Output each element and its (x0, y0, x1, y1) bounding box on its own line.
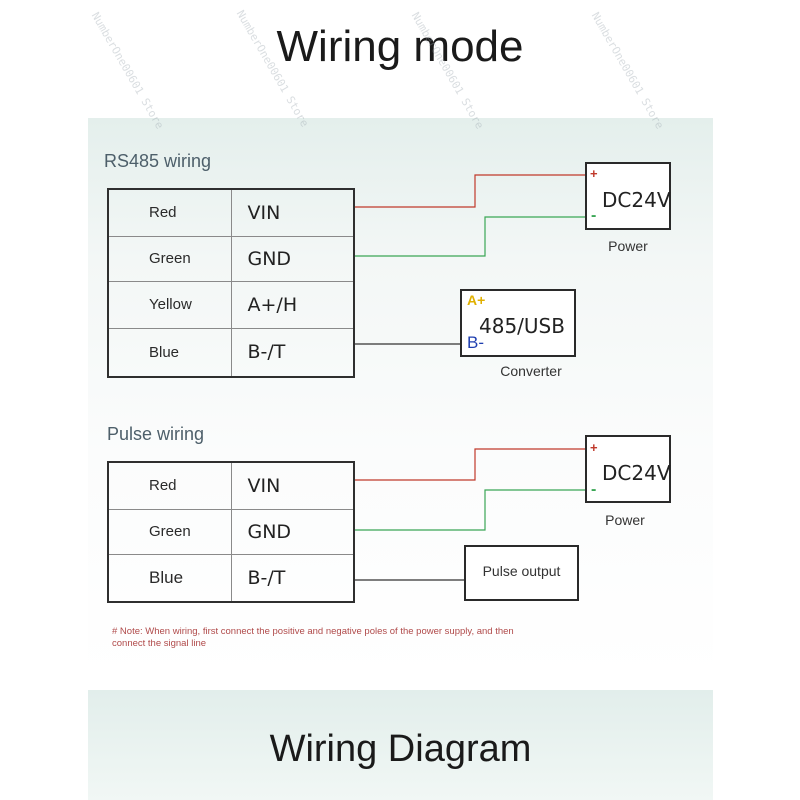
wire-color-cell: Red (107, 461, 232, 510)
converter-box (460, 289, 576, 357)
footer-title: Wiring Diagram (269, 728, 532, 770)
converter-label: 485/USB (479, 314, 565, 338)
wire-color-cell: Yellow (107, 280, 232, 329)
converter-caption: Converter (500, 363, 562, 379)
pin-cell: B-/T (230, 553, 355, 603)
pin-cell: VIN (230, 188, 355, 237)
table-row: Red VIN (107, 188, 355, 237)
pulse-output-box (464, 545, 579, 601)
plus-terminal: + (590, 166, 598, 181)
pulse-output-label: Pulse output (482, 563, 561, 579)
pin-cell: VIN (230, 461, 355, 510)
footer-banner: Wiring Diagram (88, 690, 713, 800)
pin-cell: B-/T (230, 327, 355, 378)
table-row: Red VIN (107, 461, 355, 510)
minus-terminal: - (591, 207, 597, 224)
pin-cell: A+/H (230, 280, 355, 329)
table-row: Yellow A+/H (107, 280, 355, 329)
pin-cell: GND (230, 235, 355, 282)
wire-rs485-gnd (355, 216, 585, 257)
pulse-section-title: Pulse wiring (107, 424, 205, 444)
power-caption: Power (605, 512, 645, 528)
rs485-power-box (585, 162, 671, 230)
minus-terminal: - (591, 481, 597, 498)
wire-color-cell: Blue (107, 553, 232, 603)
pulse-wiring-table: Red VIN Green GND Blue B-/T (107, 461, 355, 603)
power-voltage-label: DC24V (602, 188, 671, 212)
wire-color-cell: Green (107, 508, 232, 555)
wire-rs485-vin (355, 174, 585, 208)
page-title: Wiring mode (276, 22, 524, 71)
plus-terminal: + (590, 440, 598, 455)
table-row: Blue B-/T (107, 553, 355, 603)
wire-color-cell: Blue (107, 327, 232, 378)
b-minus-terminal: B- (467, 333, 484, 352)
wire-color-cell: Red (107, 188, 232, 237)
power-caption: Power (608, 238, 648, 254)
power-voltage-label: DC24V (602, 461, 671, 485)
table-row: Green GND (107, 508, 355, 555)
wiring-note: # Note: When wiring, first connect the p… (112, 626, 514, 649)
rs485-wiring-table: Red VIN Green GND Yellow A+/H Blue B-/T (107, 188, 355, 378)
table-row: Blue B-/T (107, 327, 355, 378)
pin-cell: GND (230, 508, 355, 555)
pulse-power-box (585, 435, 671, 503)
wire-pulse-gnd (355, 489, 585, 531)
table-row: Green GND (107, 235, 355, 282)
a-plus-terminal: A+ (467, 292, 486, 308)
wire-pulse-vin (355, 448, 585, 481)
rs485-section-title: RS485 wiring (104, 151, 212, 171)
wire-color-cell: Green (107, 235, 232, 282)
